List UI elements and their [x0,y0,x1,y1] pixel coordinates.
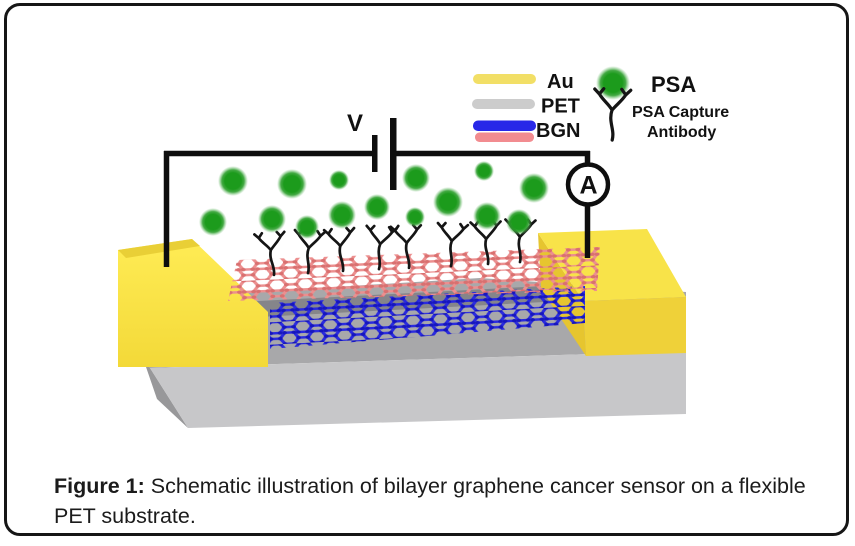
legend: Au PET BGN PSA PSA Capture Antibody [472,66,729,143]
figure-caption: Figure 1: Schematic illustration of bila… [54,471,820,531]
graphene-sheet-top [228,247,600,301]
psa-molecule [329,170,349,190]
psa-molecule [506,209,532,235]
legend-swatch-bgn-blue [473,120,536,131]
psa-molecule [295,215,319,239]
legend-swatch-pet [472,99,535,109]
circuit-wires [163,150,591,267]
psa-molecule [473,202,501,230]
graphene-sheet-bottom [270,286,585,349]
psa-molecule [519,173,549,203]
psa-molecule [474,161,494,181]
ammeter-label: A [579,172,597,200]
psa-molecule [402,164,430,192]
figure-caption-label: Figure 1: [54,474,145,498]
figure-caption-text: Schematic illustration of bilayer graphe… [54,474,806,528]
legend-label-bgn: BGN [536,120,580,142]
psa-molecule [433,187,463,217]
gold-electrode-left [118,239,268,367]
legend-label-psa-capture-1: PSA Capture [632,104,729,121]
ammeter-icon: A [565,162,611,207]
psa-molecule [258,205,286,233]
gold-left-main-face [118,239,268,367]
legend-swatch-au [473,74,536,84]
psa-molecule [364,194,390,220]
voltage-label: V [347,110,363,137]
battery-icon [372,118,397,190]
gold-right-front-face [583,297,686,356]
psa-molecule [199,208,227,236]
legend-label-au: Au [547,71,574,93]
legend-label-pet: PET [541,96,580,118]
psa-molecule [277,169,307,199]
psa-dots [199,161,549,239]
gold-left-top-edge [118,239,200,258]
legend-label-psa: PSA [651,72,696,97]
legend-label-psa-capture-2: Antibody [647,124,716,141]
psa-molecule [328,201,356,229]
legend-swatch-bgn-pink [475,132,534,142]
pet-front-face [150,351,686,428]
figure-border [4,3,849,536]
psa-molecule [218,166,248,196]
psa-molecule [405,207,425,227]
